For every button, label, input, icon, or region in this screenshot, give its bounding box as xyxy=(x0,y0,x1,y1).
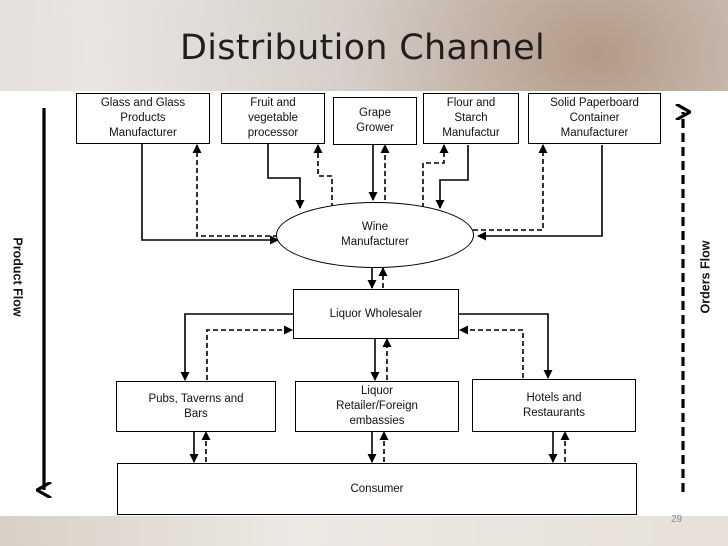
retailer-box-liquor: Liquor Retailer/Foreign embassies xyxy=(295,381,459,432)
supplier-label: Grape Grower xyxy=(356,107,394,134)
supplier-box-paperboard: Solid Paperboard Container Manufacturer xyxy=(528,93,661,144)
retailer-box-hotels: Hotels and Restaurants xyxy=(472,379,636,432)
arrow-pubs-order xyxy=(206,325,293,380)
supplier-box-grape: Grape Grower xyxy=(333,97,417,145)
wine-manufacturer-label: Wine Manufacturer xyxy=(341,221,409,248)
retailer-box-pubs: Pubs, Taverns and Bars xyxy=(116,381,276,432)
arrow-flour-product xyxy=(435,145,469,209)
orders-flow-label: Orders Flow xyxy=(698,240,713,314)
consumer-label: Consumer xyxy=(350,482,404,495)
retailer-label: Hotels and Restaurants xyxy=(522,391,585,419)
wholesaler-label: Liquor Wholesaler xyxy=(329,307,423,320)
arrow-wholesaler-hotels xyxy=(458,313,553,379)
arrow-glass-product xyxy=(141,143,279,245)
consumer-box: Consumer xyxy=(117,463,637,515)
arrow-glass-order xyxy=(192,144,278,237)
arrow-hotels-order xyxy=(459,325,524,378)
wine-manufacturer-node: Wine Manufacturer xyxy=(276,202,474,268)
arrow-fruit-order xyxy=(313,144,333,208)
slide-title: Distribution Channel xyxy=(180,28,546,68)
supplier-label: Glass and Glass Products Manufacturer xyxy=(100,97,186,139)
supplier-box-fruit: Fruit and vegetable processor xyxy=(221,93,325,144)
bottom-strip xyxy=(0,516,728,546)
page-number: 29 xyxy=(671,514,683,525)
supplier-label: Flour and Starch Manufactur xyxy=(442,97,500,139)
arrow-paper-order xyxy=(473,144,548,231)
supplier-box-flour: Flour and Starch Manufactur xyxy=(423,93,519,144)
product-flow-label: Product Flow xyxy=(10,237,25,317)
arrow-flour-order xyxy=(422,144,449,208)
arrow-wholesaler-pubs xyxy=(180,313,293,381)
supplier-box-glass: Glass and Glass Products Manufacturer xyxy=(76,93,210,144)
arrow-paper-product xyxy=(477,145,603,241)
supplier-label: Fruit and vegetable processor xyxy=(247,97,299,139)
supplier-label: Solid Paperboard Container Manufacturer xyxy=(550,97,639,139)
retailer-label: Pubs, Taverns and Bars xyxy=(148,392,244,420)
arrow-fruit-product xyxy=(267,143,305,209)
wholesaler-box: Liquor Wholesaler xyxy=(293,289,459,339)
retailer-label: Liquor Retailer/Foreign embassies xyxy=(336,385,418,427)
